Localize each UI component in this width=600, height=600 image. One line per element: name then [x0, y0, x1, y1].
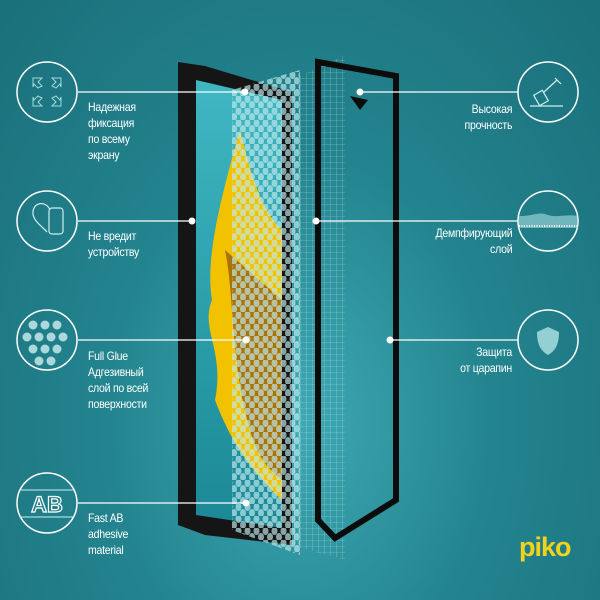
feature-label: Высокая прочность	[464, 102, 512, 132]
feature-label: Fast AB adhesive material	[88, 511, 129, 557]
feature-label: Не вредит устройству	[88, 229, 140, 259]
svg-text:AB: AB	[31, 492, 63, 517]
shield-icon	[537, 327, 559, 355]
hammer-icon	[530, 77, 563, 107]
feature-label: Full Glue Адгезивный слой по всей поверх…	[88, 349, 149, 411]
feature-label: Надежная фиксация по всему экрану	[88, 100, 136, 162]
heart-phone-icon	[32, 203, 64, 235]
expand-arrows-icon	[32, 77, 62, 107]
dots-pattern-icon	[22, 320, 68, 366]
glass	[315, 58, 399, 542]
feature-label: Защита от царапин	[460, 345, 512, 375]
feature-label: Демпфирующий слой	[435, 226, 512, 256]
fast-ab-icon: AB	[20, 489, 74, 518]
adhesive-layer	[232, 70, 300, 555]
brand-logo: piko	[519, 532, 572, 562]
damping-layer-icon	[519, 213, 578, 228]
callout-lines	[78, 91, 518, 504]
